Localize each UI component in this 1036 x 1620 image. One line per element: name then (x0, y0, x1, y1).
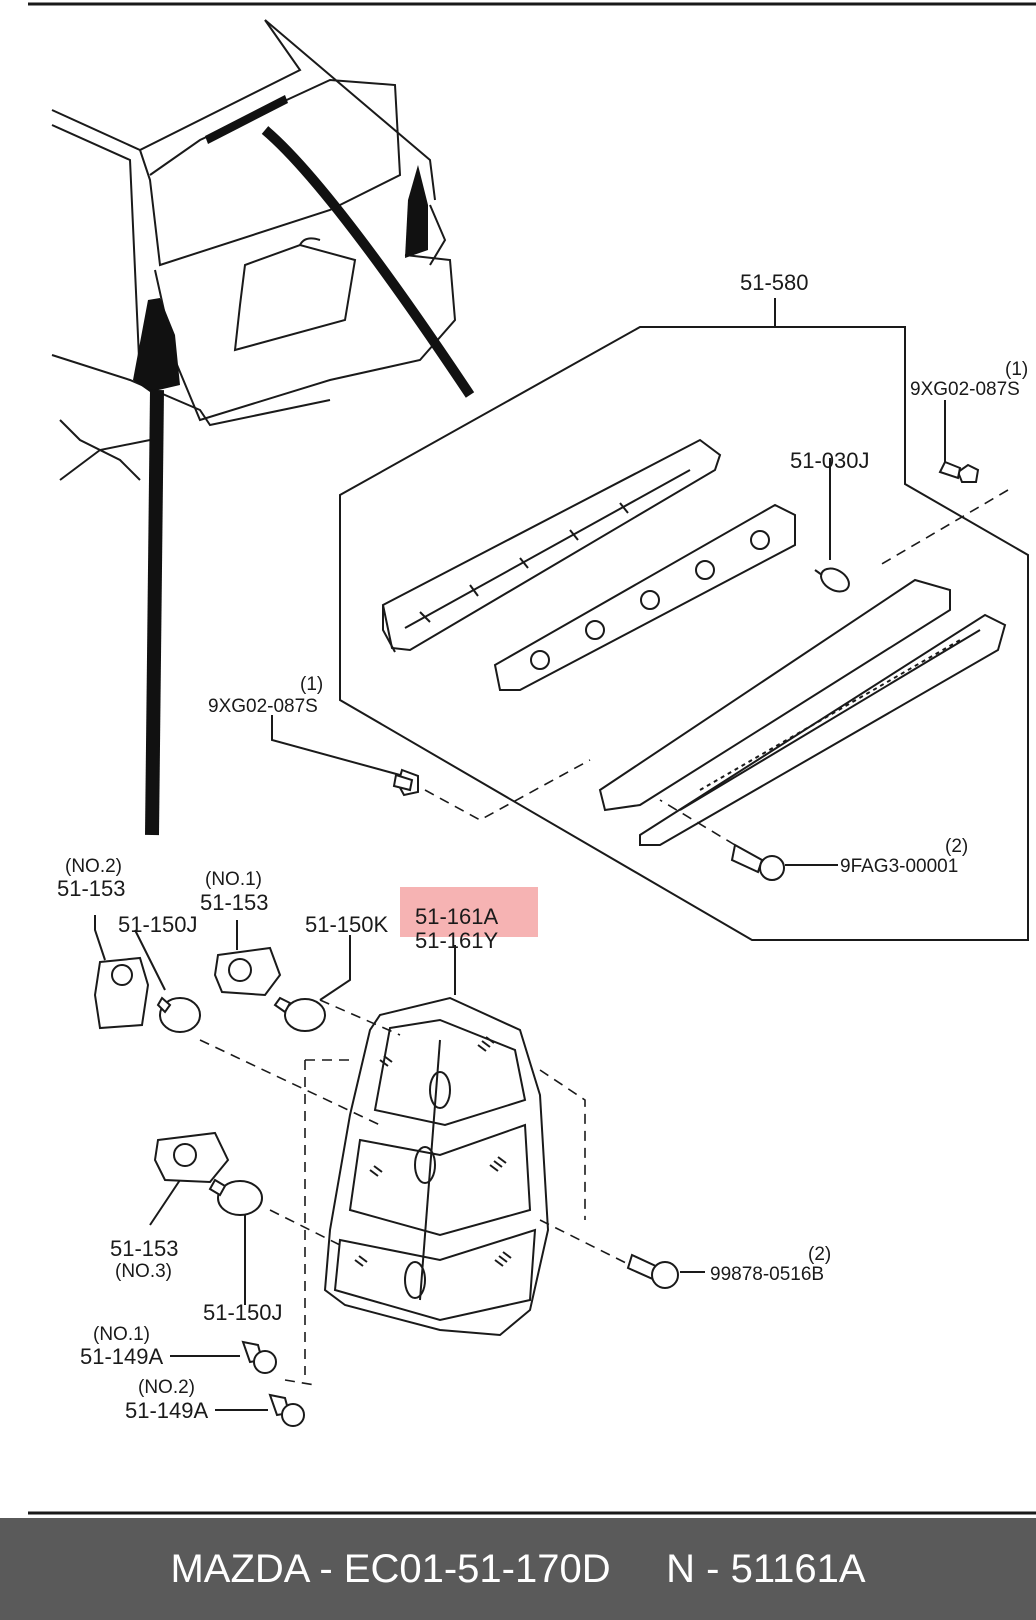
label-screw-left-qty: (1) (300, 674, 323, 695)
label-clip1-no: (NO.1) (93, 1324, 150, 1345)
label-screw-top-qty: (1) (1005, 359, 1028, 380)
bulb-51-150j-a (134, 929, 201, 1033)
car-right-tail-shape (405, 165, 428, 258)
footer-part-number: MAZDA - EC01-51-170D N - 51161A (170, 1547, 866, 1591)
pointer-to-taillight (145, 389, 164, 836)
car-rear-illustration (51, 19, 475, 836)
bulb-51-150k (273, 935, 351, 1032)
label-51-153-b: 51-153 (200, 890, 269, 915)
label-clip2: 51-149A (125, 1398, 209, 1423)
label-51-150j-b: 51-150J (203, 1300, 283, 1325)
label-51-153-c: 51-153 (110, 1236, 179, 1261)
label-51-150k: 51-150K (305, 912, 389, 937)
screw-top-right (879, 400, 1009, 566)
socket-51-153-no1 (213, 920, 282, 997)
label-no3: (NO.3) (115, 1261, 172, 1282)
label-51-580: 51-580 (740, 270, 809, 295)
label-clip1: 51-149A (80, 1344, 164, 1369)
label-screw-top: 9XG02-087S (910, 379, 1020, 400)
car-hmsl-bar (205, 95, 288, 144)
label-no2-top: (NO.2) (65, 856, 122, 877)
bulb-51-030j (814, 458, 850, 593)
car-left-tail-shape (133, 298, 180, 392)
label-51-030j: 51-030J (790, 448, 870, 473)
label-screw-left: 9XG02-087S (208, 696, 318, 717)
assembly-box-51-580 (339, 298, 1029, 941)
clip-51-149a-no1 (170, 1340, 277, 1374)
tail-light-dashes (199, 999, 631, 1386)
hmsl-housing (381, 438, 722, 653)
label-51-161a: 51-161A (415, 904, 499, 929)
socket-51-153-no3 (149, 1131, 230, 1226)
label-51-153-a: 51-153 (57, 876, 126, 901)
socket-51-153-no2 (93, 915, 150, 1030)
footer-bar: MAZDA - EC01-51-170D N - 51161A (0, 1518, 1036, 1620)
label-no1-top: (NO.1) (205, 869, 262, 890)
hmsl-reflector-board (493, 503, 796, 691)
label-fag: 9FAG3-00001 (840, 856, 958, 877)
screw-99878 (626, 1253, 705, 1289)
screw-9fag3 (659, 799, 838, 881)
label-screw99-qty: (2) (808, 1244, 831, 1265)
label-fag-qty: (2) (945, 836, 968, 857)
pointer-to-hmsl (261, 126, 475, 398)
clip-51-149a-no2 (215, 1393, 305, 1427)
hmsl-lens (598, 578, 1007, 846)
bulb-51-150j-b (208, 1178, 263, 1305)
screw-left (271, 715, 591, 821)
label-51-161y: 51-161Y (415, 928, 499, 953)
tail-light-51-161a (323, 945, 550, 1337)
label-screw99: 99878-0516B (710, 1264, 824, 1285)
label-clip2-no: (NO.2) (138, 1377, 195, 1398)
label-51-150j-a: 51-150J (118, 912, 198, 937)
highlight-51-161a (400, 887, 538, 937)
